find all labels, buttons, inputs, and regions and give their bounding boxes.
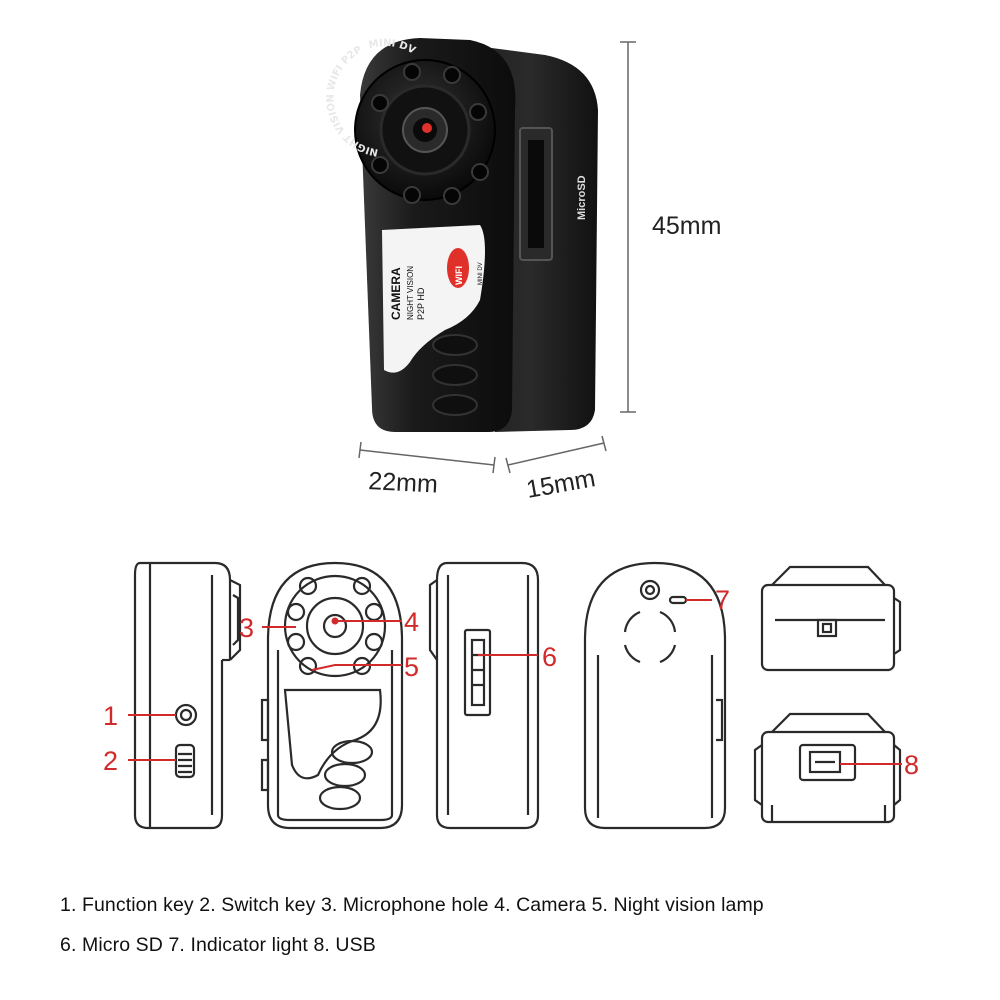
callout-lines (128, 599, 902, 765)
callout-3: 3 (239, 613, 254, 643)
legend-line-1: 1. Function key 2. Switch key 3. Microph… (60, 894, 764, 916)
face-ring-text-3: P2P (340, 44, 364, 66)
svg-text:WIFI: WIFI (326, 64, 346, 92)
dimension-depth (505, 435, 607, 474)
top-view (760, 565, 902, 672)
label-night-vision: NIGHT VISION (406, 266, 415, 320)
width-label: 22mm (368, 467, 439, 499)
wifi-badge (447, 248, 469, 288)
legend-line-2: 6. Micro SD 7. Indicator light 8. USB (60, 934, 376, 956)
back-view (583, 561, 727, 830)
label-mini-dv: MINI DV (478, 262, 484, 285)
ir-lamp-icons (371, 63, 489, 205)
callout-8: 8 (904, 750, 919, 780)
callout-7: 7 (715, 585, 730, 615)
callout-1: 1 (103, 701, 118, 731)
dimension-width (358, 441, 496, 474)
callout-2: 2 (103, 746, 118, 776)
callout-5: 5 (404, 652, 419, 682)
camera-photo: NIGHT VISION WIFI P2P MINI DV CAMERA NIG… (325, 38, 598, 432)
microsd-label: MicroSD (576, 175, 588, 220)
label-p2p-hd: P2P HD (416, 287, 426, 320)
height-label: 45mm (652, 212, 721, 240)
side-view-left (133, 561, 242, 830)
face-ring-text-2: WIFI (326, 64, 346, 92)
dimension-height (620, 41, 636, 413)
bottom-view (753, 712, 902, 824)
label-wifi: WIFI (454, 266, 464, 285)
depth-label: 15mm (524, 464, 597, 504)
callout-4: 4 (404, 607, 419, 637)
svg-text:P2P: P2P (340, 44, 364, 66)
front-view (260, 561, 404, 830)
callout-6: 6 (542, 642, 557, 672)
side-view-right (428, 561, 540, 830)
label-camera: CAMERA (389, 267, 403, 320)
